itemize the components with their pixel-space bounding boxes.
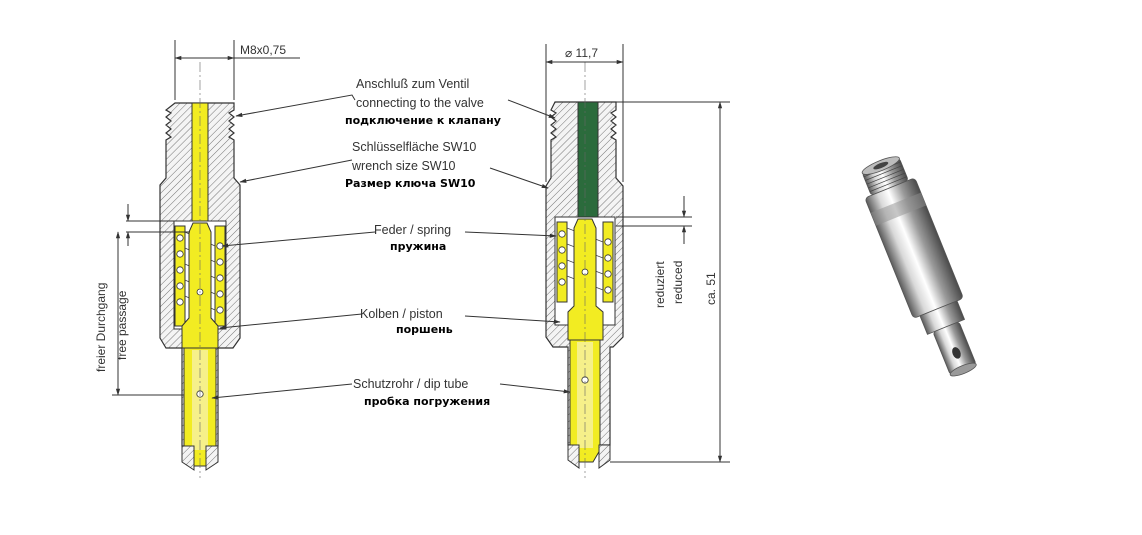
label-piston: Kolben / piston xyxy=(360,307,443,321)
label-wrench-ru: Размер ключа SW10 xyxy=(345,177,476,190)
dim-free-passage-en: free passage xyxy=(115,290,129,360)
label-connect-en: connecting to the valve xyxy=(356,96,484,110)
dim-diameter-label: ⌀ 11,7 xyxy=(565,46,598,60)
label-spring: Feder / spring xyxy=(374,223,451,237)
product-photo xyxy=(861,156,977,377)
label-tube-ru: пробка погружения xyxy=(364,395,490,408)
label-connect-de: Anschluß zum Ventil xyxy=(356,77,469,91)
dim-free-passage-de: freier Durchgang xyxy=(94,283,108,372)
label-connect-ru: подключение к клапану xyxy=(345,114,501,127)
right-cross-section: ⌀ 11,7 reduziert reduced ca. 51 xyxy=(545,44,730,478)
label-tube: Schutzrohr / dip tube xyxy=(353,377,468,391)
label-wrench-de: Schlüsselfläche SW10 xyxy=(352,140,476,154)
label-wrench-en: wrench size SW10 xyxy=(351,159,456,173)
dim-reduced-en: reduced xyxy=(671,261,685,304)
right-green-bore xyxy=(577,101,599,218)
label-spring-ru: пружина xyxy=(390,240,446,253)
left-cross-section: M8x0,75 freier Durchgang free passage xyxy=(94,40,300,478)
label-piston-ru: поршень xyxy=(396,323,453,336)
dim-thread-label: M8x0,75 xyxy=(240,43,286,57)
dim-reduced-de: reduziert xyxy=(653,261,667,308)
leaders xyxy=(211,94,571,400)
right-piston xyxy=(567,218,604,341)
labels: Anschluß zum Ventil connecting to the va… xyxy=(345,77,501,408)
dim-length-label: ca. 51 xyxy=(704,272,718,305)
